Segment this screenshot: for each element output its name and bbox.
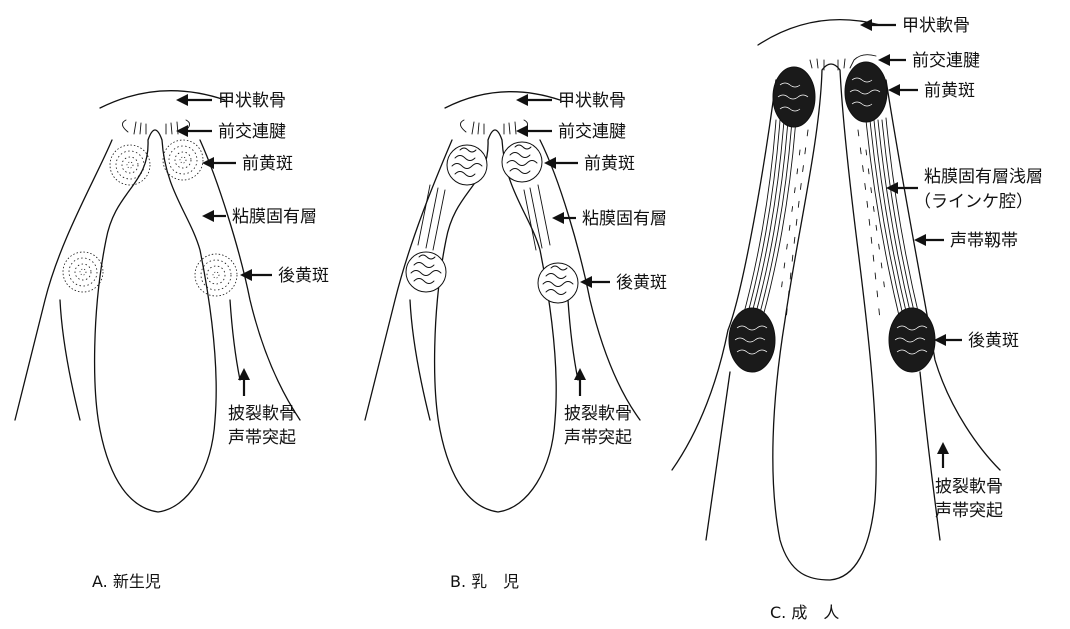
panel-a-label-vocal-process: 声帯突起: [228, 428, 296, 448]
panel-c-label-reinke-space: （ラインケ腔）: [914, 192, 1033, 212]
panel-c-arrow-commissure: [878, 54, 906, 66]
panel-b-posterior-macula-right: [538, 263, 578, 303]
panel-a-arrow-ant-macula: [202, 157, 236, 169]
panel-b-anterior-commissure-fibers: [460, 120, 527, 134]
panel-c-glottis: [773, 64, 876, 580]
panel-b-arrow-vocal-process: [574, 368, 586, 396]
panel-b-anterior-macula-right: [502, 142, 542, 182]
panel-c-vocal-ligament-right: [866, 118, 920, 320]
panel-c-label-vocal-process: 声帯突起: [935, 501, 1003, 521]
panel-b-arrow-post-macula: [580, 276, 610, 288]
panel-c-label-ant-macula: 前黄斑: [924, 81, 975, 101]
panel-b-arrow-lamina: [552, 212, 576, 224]
panel-c-thyroid-cartilage: [758, 20, 880, 45]
panel-a-newborn: 甲状軟骨 前交連腱 前黄斑 粘膜固有層 後黄斑 披裂軟骨 声帯突起 A. 新生児: [15, 91, 329, 591]
panel-c-label-post-macula: 後黄斑: [968, 331, 1019, 351]
panel-a-arrow-vocal-process: [238, 368, 250, 396]
panel-a-arytenoid-line: [230, 300, 240, 380]
panel-a-label-post-macula: 後黄斑: [278, 266, 329, 286]
panel-c-label-arytenoid: 披裂軟骨: [935, 477, 1003, 497]
panel-a-label-thyroid: 甲状軟骨: [218, 91, 286, 111]
panel-c-arrow-ligament: [914, 234, 944, 246]
panel-a-posterior-macula-right: [195, 254, 237, 296]
panel-a-arrow-commissure: [176, 125, 212, 137]
panel-a-arrow-lamina: [202, 210, 226, 222]
panel-b-label-post-macula: 後黄斑: [616, 273, 667, 293]
panel-a-posterior-macula-left: [63, 252, 103, 292]
panel-a-label-ant-macula: 前黄斑: [242, 154, 293, 174]
panel-c-anterior-macula-left: [773, 67, 815, 127]
panel-c-caption: C. 成 人: [770, 603, 839, 622]
panel-c-right-fold-outer: [886, 80, 1000, 470]
panel-a-left-fold-outer: [15, 140, 112, 420]
panel-b-label-ant-macula: 前黄斑: [584, 154, 635, 174]
panel-b-caption: B. 乳 児: [450, 572, 519, 591]
panel-a-caption: A. 新生児: [92, 572, 161, 591]
panel-b-posterior-macula-left: [406, 252, 446, 292]
panel-c-label-thyroid: 甲状軟骨: [902, 16, 970, 36]
panel-c-arrow-vocal-process: [937, 442, 949, 468]
panel-a-lower-line-left: [60, 300, 80, 420]
panel-b-label-commissure: 前交連腱: [558, 122, 626, 142]
panel-c-posterior-macula-left: [729, 308, 775, 372]
panel-a-label-arytenoid: 披裂軟骨: [228, 404, 296, 424]
panel-c-adult: 甲状軟骨 前交連腱 前黄斑 粘膜固有層浅層 （ラインケ腔） 声帯靱帯 後黄斑 披…: [672, 16, 1043, 622]
panel-b-infant: 甲状軟骨 前交連腱 前黄斑 粘膜固有層 後黄斑 披裂軟骨 声帯突起 B. 乳 児: [365, 91, 667, 591]
panel-c-vocal-ligament-left: [742, 118, 796, 320]
panel-b-label-vocal-process: 声帯突起: [564, 428, 632, 448]
panel-c-label-vocal-ligament: 声帯靱帯: [950, 231, 1018, 251]
panel-b-glottis: [435, 130, 557, 512]
panel-b-label-arytenoid: 披裂軟骨: [564, 404, 632, 424]
panel-b-label-thyroid: 甲状軟骨: [558, 91, 626, 111]
panel-a-anterior-macula-left: [110, 145, 150, 185]
panel-c-arrow-thyroid: [860, 19, 896, 31]
panel-a-anterior-macula-right: [163, 140, 203, 180]
panel-c-anterior-macula-right: [845, 62, 887, 122]
panel-b-lower-line-left: [410, 300, 430, 420]
panel-c-arrow-ant-macula: [888, 84, 918, 96]
panel-b-lamina-fibers: [418, 185, 550, 250]
panel-c-arrow-post-macula: [934, 334, 962, 346]
panel-b-anterior-macula-left: [447, 145, 487, 185]
panel-a-label-commissure: 前交連腱: [218, 122, 286, 142]
panel-a-glottis: [95, 130, 217, 512]
panel-c-label-lamina-superficial: 粘膜固有層浅層: [924, 167, 1043, 187]
panel-a-label-lamina: 粘膜固有層: [232, 207, 317, 227]
panel-a-arrow-thyroid: [176, 94, 212, 106]
panel-b-arrow-commissure: [516, 125, 552, 137]
panel-b-label-lamina: 粘膜固有層: [582, 209, 667, 229]
panel-b-arytenoid-line: [568, 300, 578, 380]
panel-c-posterior-macula-right: [889, 308, 935, 372]
panel-c-label-commissure: 前交連腱: [912, 51, 980, 71]
